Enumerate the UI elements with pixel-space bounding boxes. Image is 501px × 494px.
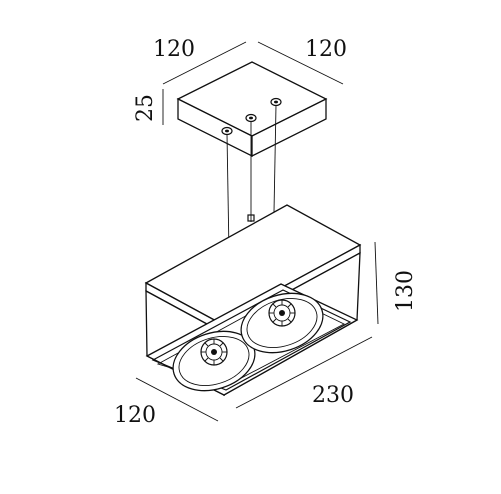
dim-body-height-label: 130 xyxy=(393,270,418,312)
dim-body-depth-label: 120 xyxy=(114,403,156,428)
suspension-cables xyxy=(226,104,277,254)
dim-canopy-depth-label: 120 xyxy=(305,37,347,62)
dim-body-length-label: 230 xyxy=(312,383,354,408)
dim-canopy-height-label: 25 xyxy=(133,94,158,122)
dim-canopy-width-label: 120 xyxy=(153,37,195,62)
body-dimension-lines xyxy=(135,241,379,422)
canopy-dimension-lines xyxy=(162,41,344,125)
ceiling-canopy xyxy=(176,61,328,158)
lamp-right xyxy=(240,292,324,354)
